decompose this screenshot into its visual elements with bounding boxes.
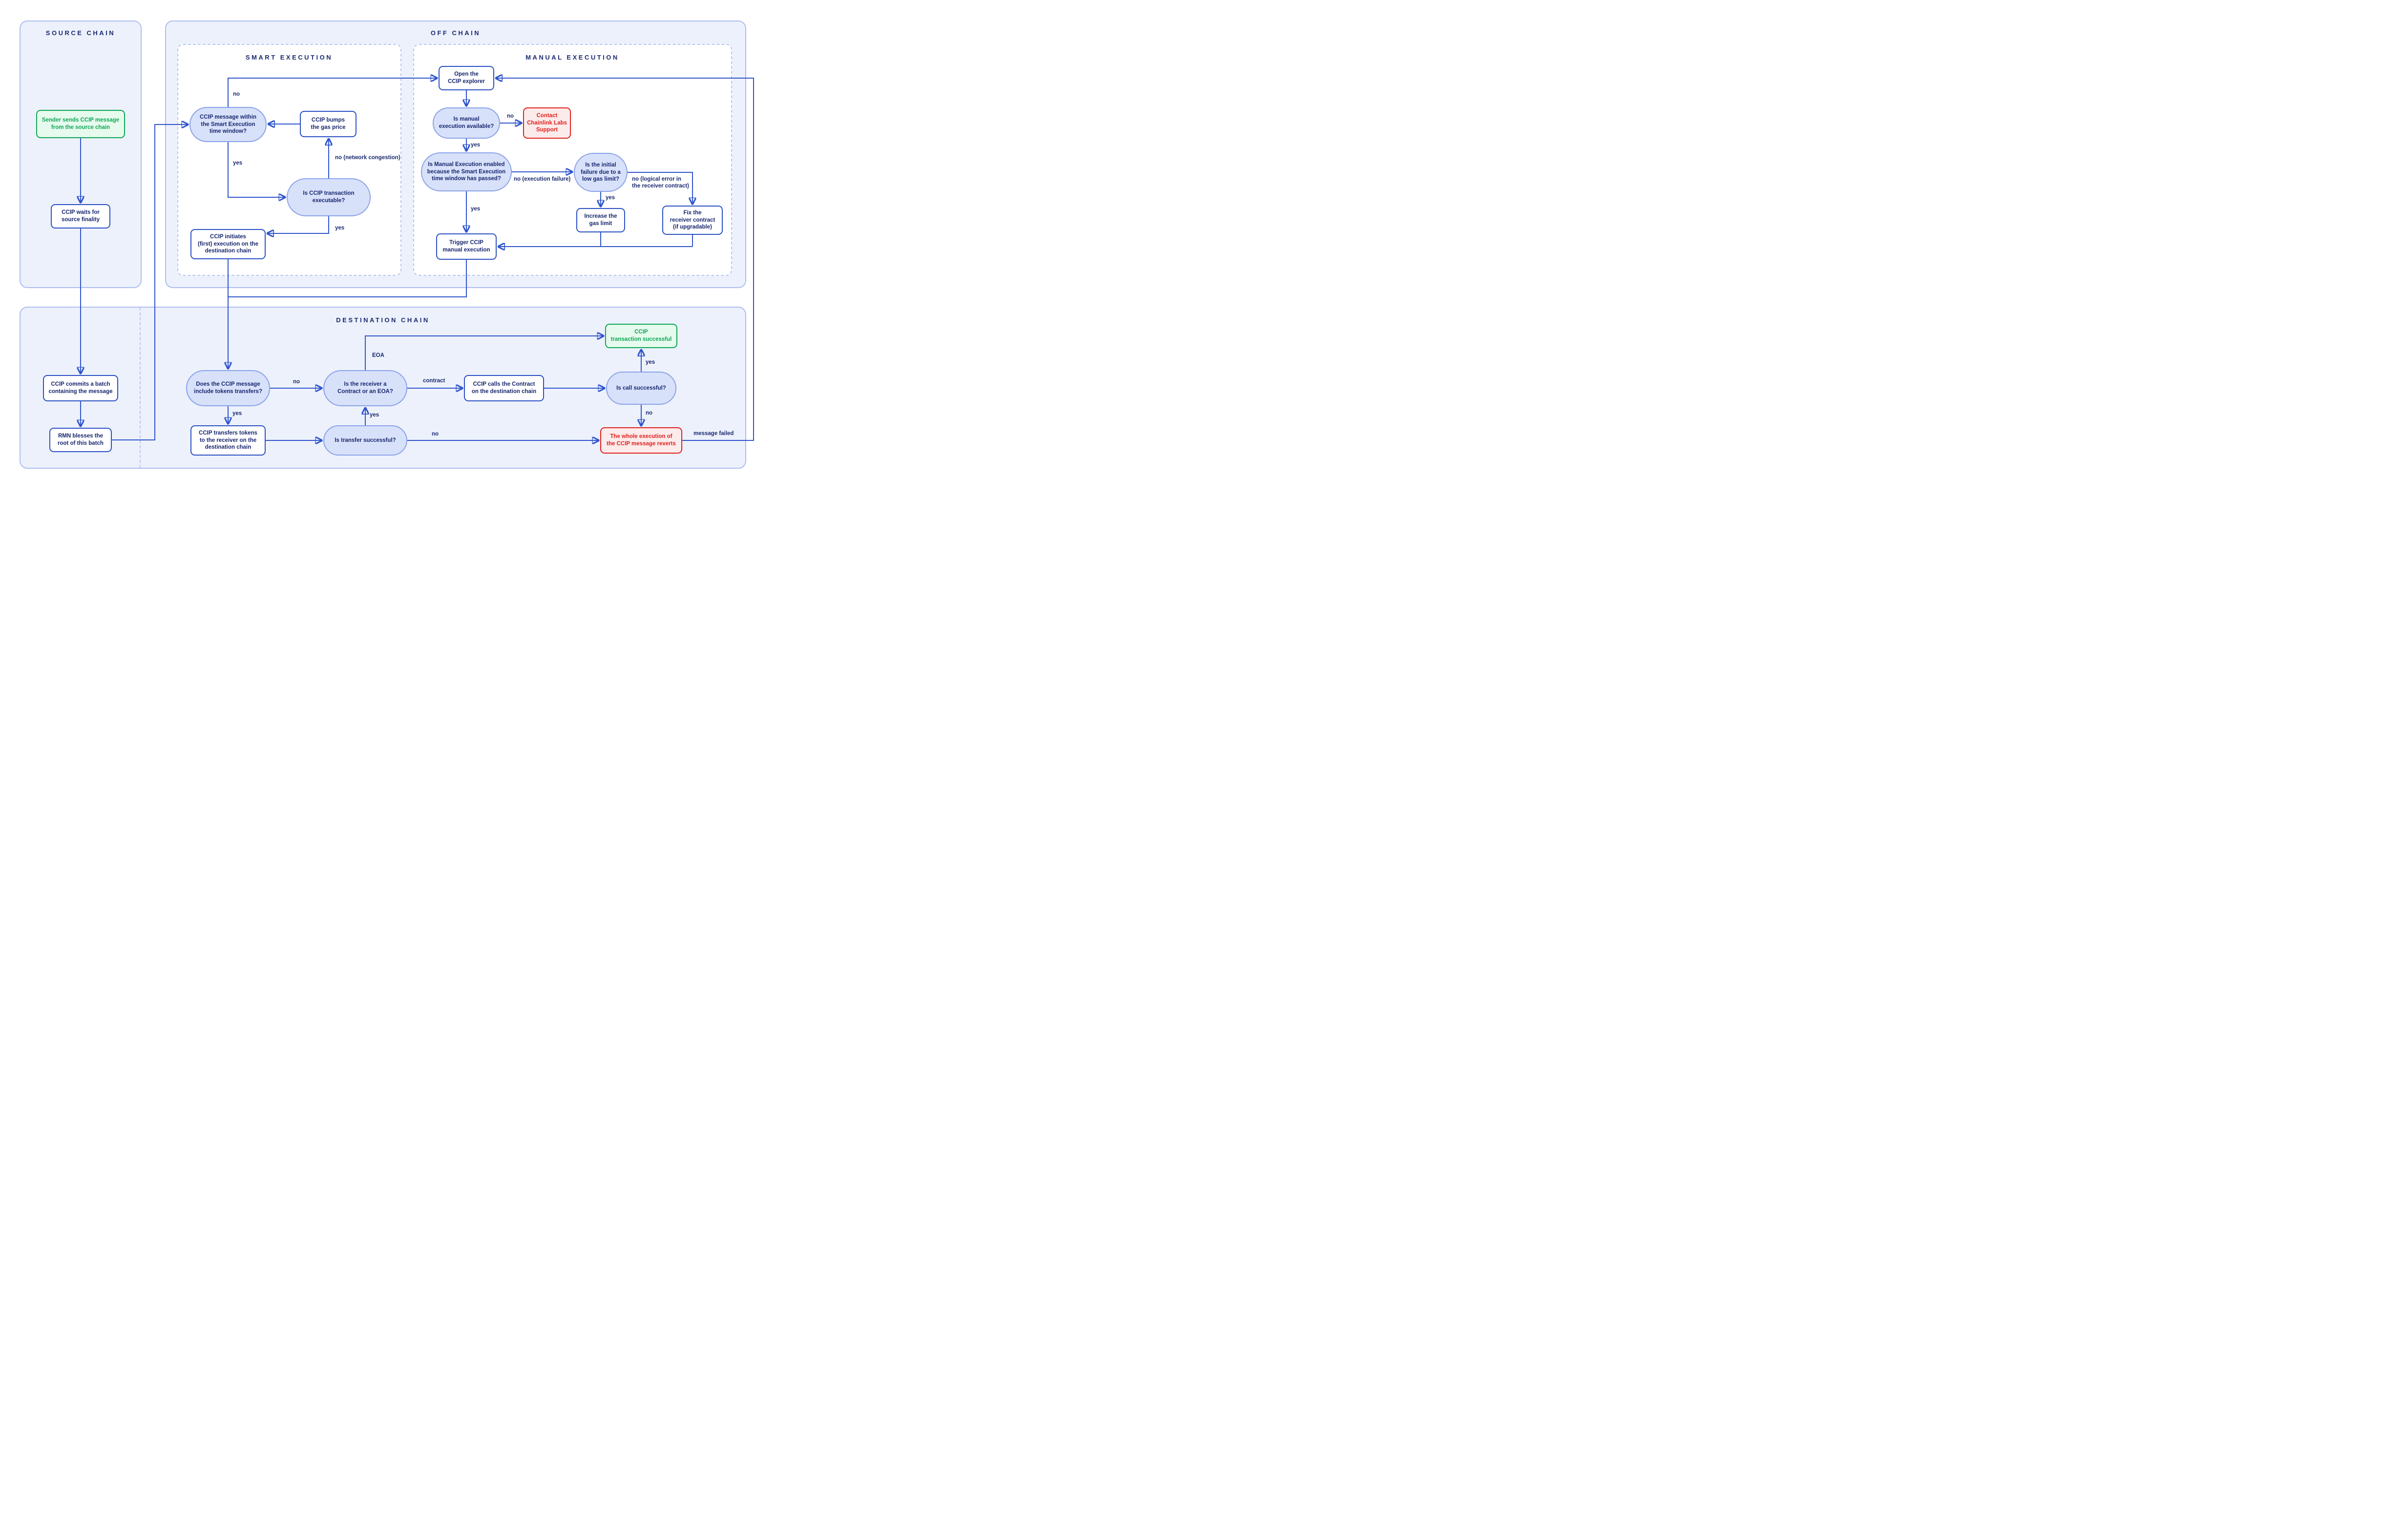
decision-manual-available: Is manual execution available? [433,107,500,139]
node-ccip-commits: CCIP commits a batch containing the mess… [43,375,118,401]
edge-label-call-no: no [646,410,653,416]
decision-transfer-successful: Is transfer successful? [323,425,407,456]
node-initiates-execution: CCIP initiates (first) execution on the … [190,229,266,259]
edge-label-executable-yes: yes [335,225,345,231]
decision-executable: Is CCIP transaction executable? [287,178,371,216]
panel-source-chain [20,21,142,288]
edge-label-eoa: EOA [372,353,384,358]
edge-label-logical-error: no (logical error in the receiver contra… [632,176,689,189]
decision-initial-failure: Is the initial failure due to a low gas … [574,153,628,192]
node-reverts: The whole execution of the CCIP message … [600,427,682,454]
decision-manual-enabled: Is Manual Execution enabled because the … [421,152,512,191]
edge-label-within-yes: yes [233,160,243,166]
edge-label-call-yes: yes [646,359,655,365]
title-smart-execution: SMART EXECUTION [245,54,333,61]
node-open-explorer: Open the CCIP explorer [439,66,494,90]
edge-label-message-failed: message failed [693,431,734,437]
title-manual-execution: MANUAL EXECUTION [525,54,619,61]
node-tx-successful: CCIP transaction successful [605,324,677,348]
node-bumps-gas: CCIP bumps the gas price [300,111,357,137]
node-contact-support: Contact Chainlink Labs Support [523,107,571,139]
edge-label-available-yes: yes [471,142,481,148]
edge-label-enabled-yes: yes [471,206,481,212]
node-trigger-manual: Trigger CCIP manual execution [436,233,497,260]
decision-includes-tokens: Does the CCIP message include tokens tra… [186,370,270,406]
edge-label-tokens-no: no [293,379,300,385]
title-source-chain: SOURCE CHAIN [45,29,116,37]
edge-label-execution-failure: no (execution failure) [514,176,571,182]
destination-panel-divider [140,308,141,468]
edge-label-transfer-yes: yes [370,412,379,418]
node-rmn-blesses: RMN blesses the root of this batch [49,428,112,452]
edge-label-initial-yes: yes [606,195,615,201]
edge-label-available-no: no [507,113,514,119]
title-destination-chain: DESTINATION CHAIN [336,316,430,324]
ccip-flow-diagram: SOURCE CHAIN OFF CHAIN SMART EXECUTION M… [0,0,766,493]
edge-label-contract: contract [423,378,445,384]
node-fix-receiver: Fix the receiver contract (if upgradable… [662,206,723,235]
node-increase-gas: Increase the gas limit [576,208,625,232]
decision-receiver-type: Is the receiver a Contract or an EOA? [323,370,407,406]
node-sender-sends: Sender sends CCIP message from the sourc… [36,110,125,138]
edge-label-tokens-yes: yes [232,411,242,416]
edge-label-network-congestion: no (network congestion) [335,155,400,161]
node-ccip-waits: CCIP waits for source finality [51,204,110,229]
edge-label-within-no: no [233,91,240,97]
decision-call-successful: Is call successful? [606,372,676,405]
title-off-chain: OFF CHAIN [430,29,481,37]
node-calls-contract: CCIP calls the Contract on the destinati… [464,375,544,401]
edge-label-transfer-no: no [432,431,439,437]
node-transfers-tokens: CCIP transfers tokens to the receiver on… [190,425,266,456]
decision-within-window: CCIP message within the Smart Execution … [189,107,267,142]
